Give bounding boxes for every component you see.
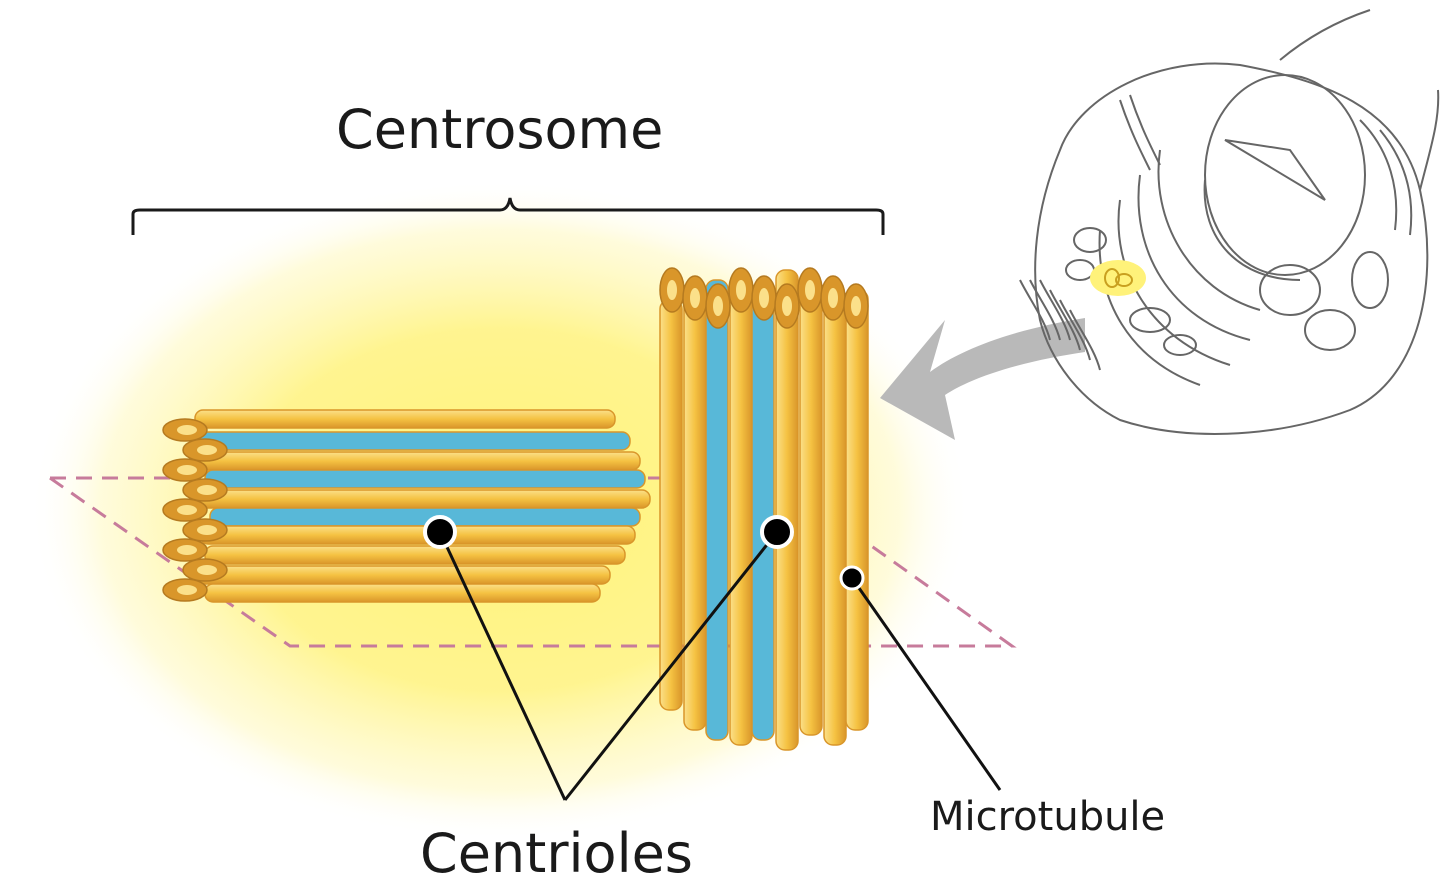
vertical-tubule — [659, 299, 683, 711]
centrioles-label: Centrioles — [420, 822, 693, 885]
vertical-centriole — [659, 267, 869, 751]
tubule-lumen — [805, 280, 815, 300]
vertical-tubule — [683, 289, 707, 731]
tubule-lumen — [197, 525, 217, 535]
centriole-dot-left — [423, 515, 457, 549]
vertical-tubule — [845, 289, 869, 731]
vertical-tubule — [775, 269, 799, 751]
horizontal-tubule — [194, 409, 616, 429]
tubule-lumen — [690, 288, 700, 308]
tubule-lumen — [177, 505, 197, 515]
horizontal-tubule — [194, 489, 651, 509]
horizontal-tubule — [199, 431, 631, 451]
pointer-dots — [423, 515, 865, 591]
tubule-lumen — [759, 288, 769, 308]
tubule-lumen — [782, 296, 792, 316]
tubule-lumen — [828, 288, 838, 308]
horizontal-tubule — [199, 525, 636, 545]
vertical-tubule — [823, 299, 847, 746]
vertical-tubule — [751, 289, 775, 741]
horizontal-tubule — [209, 507, 641, 527]
tubule-lumen — [713, 296, 723, 316]
tubule-lumen — [667, 280, 677, 300]
tubule-lumen — [177, 545, 197, 555]
tubule-lumen — [177, 585, 197, 595]
centriole-dot-right — [760, 515, 794, 549]
tubule-lumen — [177, 465, 197, 475]
horizontal-tubule — [204, 545, 626, 565]
horizontal-centriole — [162, 409, 651, 603]
cell-illustration — [1019, 9, 1440, 435]
microtubule-label: Microtubule — [930, 794, 1166, 840]
vertical-tubule — [799, 279, 823, 736]
vertical-tubule — [705, 279, 729, 741]
tubule-lumen — [177, 425, 197, 435]
tubule-lumen — [197, 445, 217, 455]
microtubule-dot — [839, 565, 865, 591]
horizontal-tubule — [194, 565, 611, 585]
tubule-lumen — [736, 280, 746, 300]
tubule-lumen — [851, 296, 861, 316]
horizontal-tubule — [189, 451, 641, 471]
horizontal-tubule — [204, 583, 601, 603]
tubule-lumen — [197, 565, 217, 575]
pointer-arrow — [880, 318, 1085, 440]
horizontal-tubule — [204, 469, 646, 489]
centrosome-bracket — [131, 197, 885, 235]
vertical-tubule — [729, 274, 753, 746]
centrosome-label: Centrosome — [336, 98, 664, 161]
leader-lines — [438, 531, 1002, 801]
tubule-lumen — [197, 485, 217, 495]
